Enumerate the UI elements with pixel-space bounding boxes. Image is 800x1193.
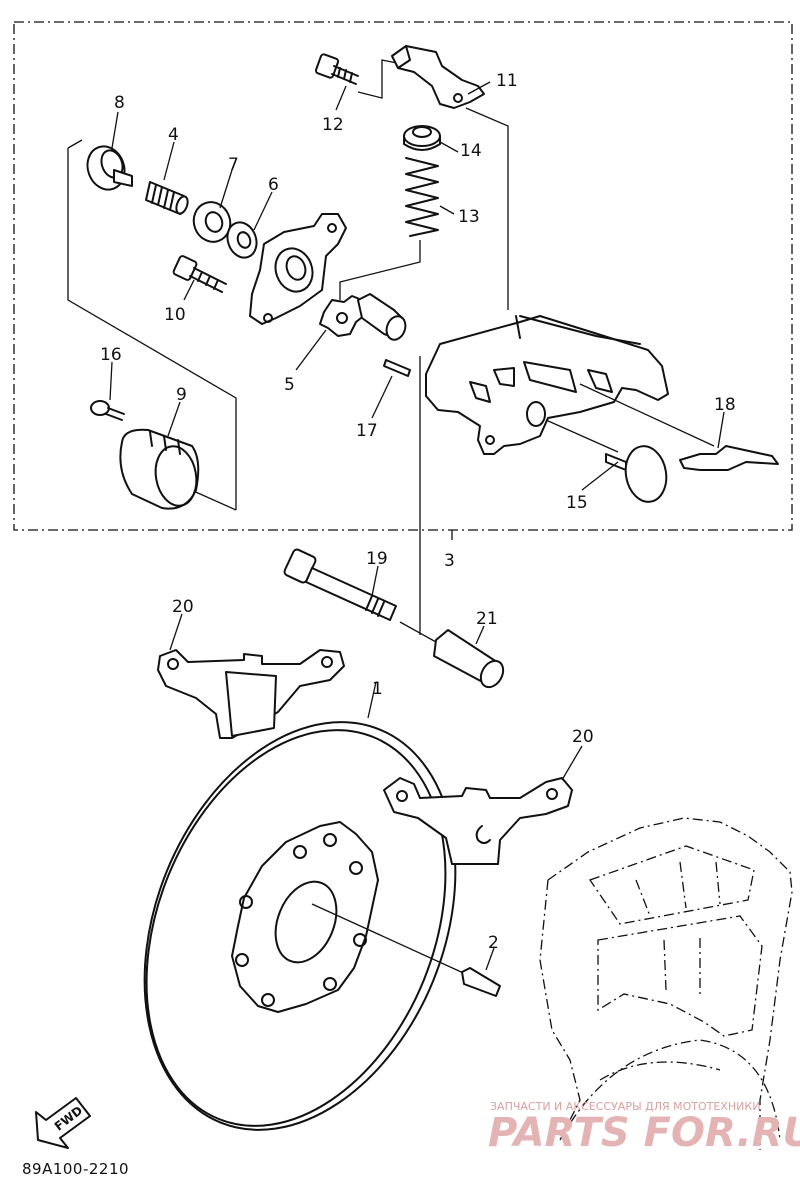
part-12-bolt (314, 53, 359, 85)
callout-12: 12 (322, 115, 344, 135)
callout-5: 5 (284, 375, 295, 395)
callout-21: 21 (476, 609, 498, 629)
axis-caliper-18 (579, 383, 715, 447)
subassembly-boundary (13, 21, 793, 531)
callout-6: 6 (268, 175, 279, 195)
callout-15: 15 (566, 493, 588, 513)
callout-20-upper: 20 (172, 597, 194, 617)
axis-disc-2 (311, 903, 471, 977)
part-8-adjuster-knob (86, 145, 133, 191)
callout-3: 3 (444, 551, 455, 571)
part-20-brake-pad-lower (383, 777, 573, 865)
part-16-screw (90, 400, 125, 421)
callout-18: 18 (714, 395, 736, 415)
part-6-washer (226, 221, 258, 259)
group-bracket-11 (357, 59, 403, 99)
callout-17: 17 (356, 421, 378, 441)
callout-19: 19 (366, 549, 388, 569)
part-13-spring (405, 157, 439, 237)
part-2-key (461, 967, 501, 997)
part-20-brake-pad-upper (157, 649, 345, 739)
callout-13: 13 (458, 207, 480, 227)
part-4-adjuster-bolt (145, 181, 189, 215)
part-7-clip (192, 201, 232, 243)
callout-4: 4 (168, 125, 179, 145)
group-bracket-left (67, 139, 237, 510)
axis-caliper-15 (545, 419, 619, 453)
callout-20-lower: 20 (572, 727, 594, 747)
part-11-bracket (391, 45, 485, 109)
callout-11: 11 (496, 71, 518, 91)
callout-16: 16 (100, 345, 122, 365)
watermark-logo: PARTS FOR.RU (488, 1110, 800, 1156)
part-17-pin (383, 359, 411, 377)
callout-7: 7 (228, 155, 239, 175)
part-9-cap (119, 428, 200, 510)
callout-10: 10 (164, 305, 186, 325)
part-10-bolt (172, 255, 227, 293)
part-14-spring-seat (403, 125, 441, 151)
callout-1: 1 (372, 679, 383, 699)
leader-lines (109, 81, 725, 971)
fwd-arrow-icon: FWD (35, 1097, 91, 1149)
caliper-body (425, 315, 669, 455)
part-5-adjuster-shaft (319, 293, 407, 341)
part-19-bolt (283, 548, 397, 621)
part-code: 89A100-2210 (22, 1160, 129, 1178)
callout-8: 8 (114, 93, 125, 113)
callout-2: 2 (488, 933, 499, 953)
part-21-sleeve (399, 621, 505, 689)
watermark-tagline: ЗАПЧАСТИ И АКСЕССУАРЫ ДЛЯ МОТОТЕХНИКИ (490, 1100, 760, 1113)
callout-9: 9 (176, 385, 187, 405)
wheel-frame-outline (539, 817, 793, 1150)
part-15-pin-head (605, 445, 668, 503)
callout-14: 14 (460, 141, 482, 161)
part-1-brake-disc (143, 721, 457, 1131)
part-18-spring-clip (679, 445, 779, 471)
leader-caliper-top (465, 107, 509, 310)
leader-13-5 (339, 240, 421, 300)
part-adjuster-housing (249, 213, 347, 325)
